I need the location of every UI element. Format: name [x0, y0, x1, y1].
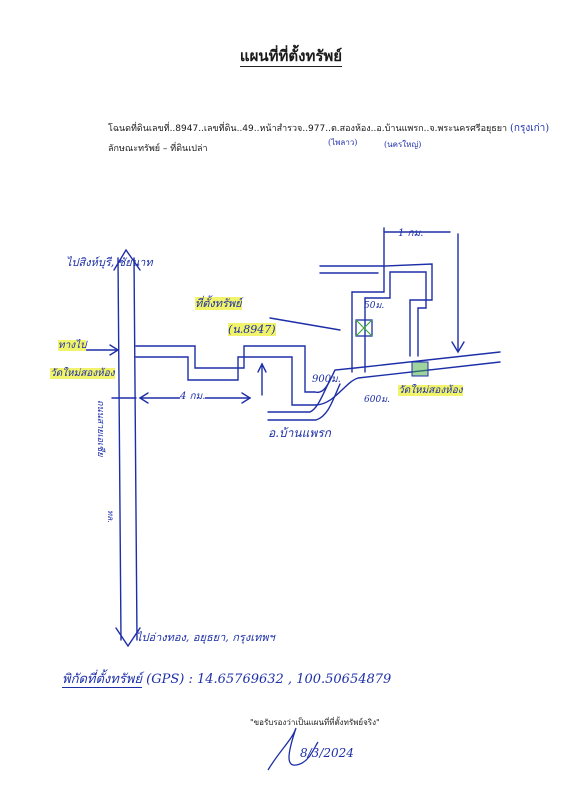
- side-road-bottom-edge: [135, 356, 317, 406]
- certification-text: "ขอรับรองว่าเป็นแผนที่ที่ตั้งทรัพย์จริง": [250, 718, 380, 727]
- dim-4km-arrow-right: [241, 392, 252, 404]
- dim-4km-arrow-left: [138, 392, 149, 404]
- signature: [267, 727, 319, 771]
- dim-900m-arrow: [257, 362, 267, 373]
- label-district-office: อ.บ้านแพรก: [268, 426, 331, 440]
- highway-left-line: [117, 257, 122, 641]
- property-type: ลักษณะทรัพย์ – ที่ดินเปล่า: [108, 144, 208, 154]
- label-50m: 50ม.: [364, 301, 385, 311]
- gps-label: พิกัดที่ตั้งทรัพย์: [62, 672, 142, 688]
- label-to-singburi: ไปสิงห์บุรี, ชัยนาท: [66, 256, 153, 269]
- deed-handwritten-subdistrict: (ไพลาว): [328, 138, 358, 147]
- road-curve-lower: [315, 361, 501, 406]
- label-property-deed: (น.8947): [228, 323, 276, 336]
- property-parcel: [355, 319, 373, 337]
- label-temple-left: วัดใหม่สองห้อง: [50, 368, 115, 379]
- highway-arrow-top: [113, 248, 141, 271]
- label-highway-name: ถนนสายเอเชีย: [95, 400, 105, 457]
- lane-top-inner: [364, 271, 427, 357]
- highway-arrow-bottom: [115, 627, 141, 648]
- label-900m: 900ม.: [312, 374, 341, 385]
- label-entrance: ทางไป: [58, 340, 87, 351]
- label-property-name: ที่ตั้งทรัพย์: [195, 297, 242, 310]
- lane-top: [351, 263, 433, 357]
- label-600m: 600ม.: [364, 395, 390, 405]
- road-to-district: [267, 379, 331, 413]
- page-title: แผนที่ที่ตั้งทรัพย์: [239, 47, 343, 67]
- deed-handwritten-old-name: (กรุงเก่า): [510, 123, 550, 134]
- signature-date: 8/3/2024: [300, 746, 354, 760]
- gps-value: (GPS) : 14.65769632 , 100.50654879: [146, 672, 392, 687]
- label-route-num: ทล.: [106, 510, 115, 523]
- deed-text: โฉนดที่ดินเลขที่..8947..เลขที่ดิน..49..ห…: [108, 124, 508, 134]
- highway-right-line: [133, 257, 138, 641]
- temple-block: [411, 361, 429, 377]
- dim-1km-arrow-bottom: [451, 341, 465, 354]
- deed-handwritten-province: (นครใหญ่): [384, 140, 422, 149]
- label-temple-right: วัดใหม่สองห้อง: [398, 385, 463, 396]
- label-4km: 4 กม.: [180, 389, 206, 404]
- label-to-south: ไปอ่างทอง, อยุธยา, กรุงเทพฯ: [136, 631, 275, 644]
- label-1km: 1 กม.: [398, 228, 424, 239]
- pointer-line: [269, 317, 341, 331]
- entrance-arrowhead: [109, 344, 120, 356]
- gps-coordinates: พิกัดที่ตั้งทรัพย์ (GPS) : 14.65769632 ,…: [62, 668, 391, 689]
- side-road-top-edge: [135, 345, 316, 393]
- parcel-cross-2: [355, 319, 373, 337]
- road-to-district-2: [267, 383, 341, 421]
- deed-info-line: โฉนดที่ดินเลขที่..8947..เลขที่ดิน..49..ห…: [108, 121, 549, 136]
